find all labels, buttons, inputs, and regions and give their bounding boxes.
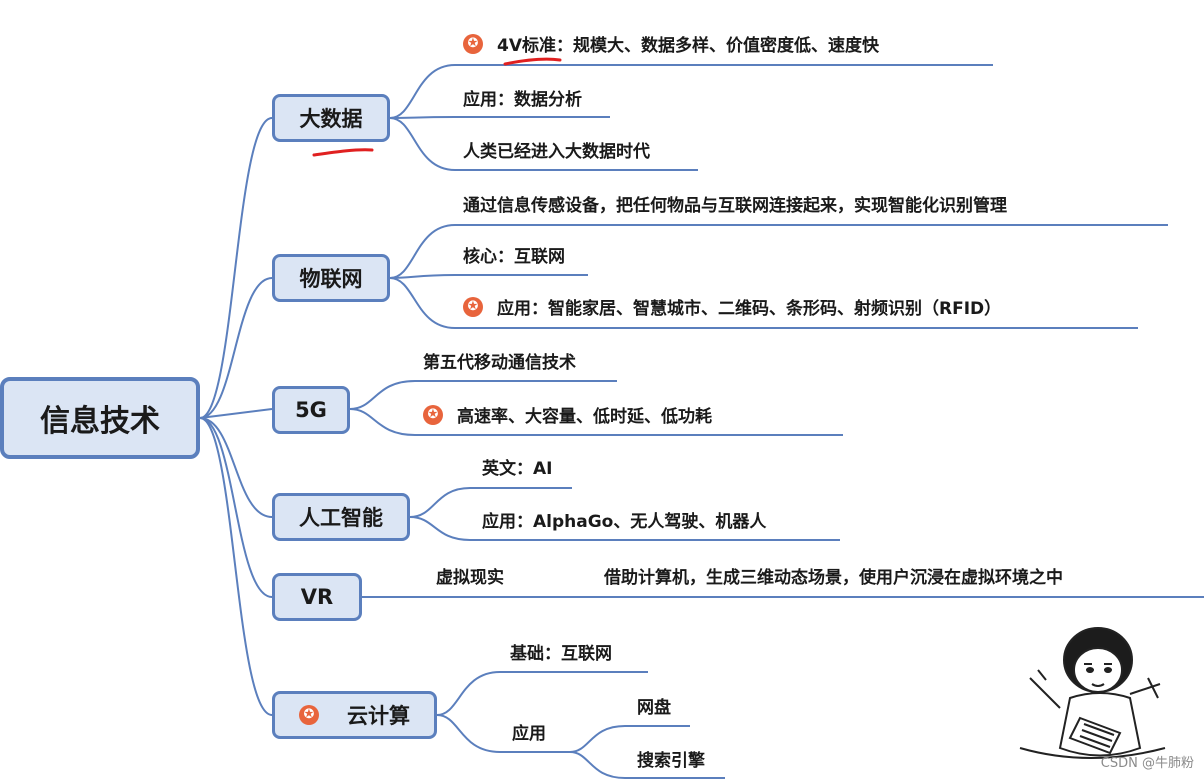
vr-item-2: 借助计算机，生成三维动态场景，使用户沉浸在虚拟环境之中	[604, 568, 1063, 588]
star-badge-icon: ✪	[299, 705, 319, 725]
vr-item-1: 虚拟现实	[436, 568, 504, 588]
branch-bigdata-label: 大数据	[299, 107, 363, 131]
branch-iot: 物联网	[272, 254, 390, 302]
branch-5g-label: 5G	[295, 398, 327, 422]
cloud-item-2: 应用	[512, 724, 546, 744]
5g-item-1: 第五代移动通信技术	[423, 353, 576, 373]
star-badge-icon: ✪	[423, 405, 443, 425]
meme-face-illustration	[1019, 627, 1166, 759]
root-node: 信息技术	[0, 377, 200, 459]
iot-item-3: ✪应用：智能家居、智慧城市、二维码、条形码、射频识别（RFID）	[463, 297, 1001, 321]
5g-item-2: ✪高速率、大容量、低时延、低功耗	[423, 405, 712, 429]
iot-item-2: 核心：互联网	[463, 247, 565, 267]
bigdata-item-1: ✪4V标准：规模大、数据多样、价值密度低、速度快	[463, 34, 879, 58]
branch-ai: 人工智能	[272, 493, 410, 541]
cloud-item-1: 基础：互联网	[510, 644, 612, 664]
watermark: CSDN @牛肺粉	[1100, 756, 1194, 771]
branch-bigdata: 大数据	[272, 94, 390, 142]
branch-ai-label: 人工智能	[299, 506, 383, 530]
branch-cloud: ✪ 云计算	[272, 691, 437, 739]
cloud-subitem-2: 搜索引擎	[637, 751, 705, 771]
cloud-subitem-1: 网盘	[637, 698, 671, 718]
branch-vr: VR	[272, 573, 362, 621]
branch-iot-label: 物联网	[299, 267, 363, 291]
root-label: 信息技术	[40, 404, 160, 439]
star-badge-icon: ✪	[463, 297, 483, 317]
branch-5g: 5G	[272, 386, 350, 434]
star-badge-icon: ✪	[463, 34, 483, 54]
ai-item-2: 应用：AlphaGo、无人驾驶、机器人	[482, 512, 767, 532]
ai-item-1: 英文：AI	[482, 459, 553, 479]
bigdata-item-3: 人类已经进入大数据时代	[463, 142, 650, 162]
branch-cloud-label: 云计算	[347, 704, 410, 728]
bigdata-item-2: 应用：数据分析	[463, 90, 582, 110]
branch-vr-label: VR	[300, 585, 334, 609]
iot-item-1: 通过信息传感设备，把任何物品与互联网连接起来，实现智能化识别管理	[463, 196, 1007, 216]
